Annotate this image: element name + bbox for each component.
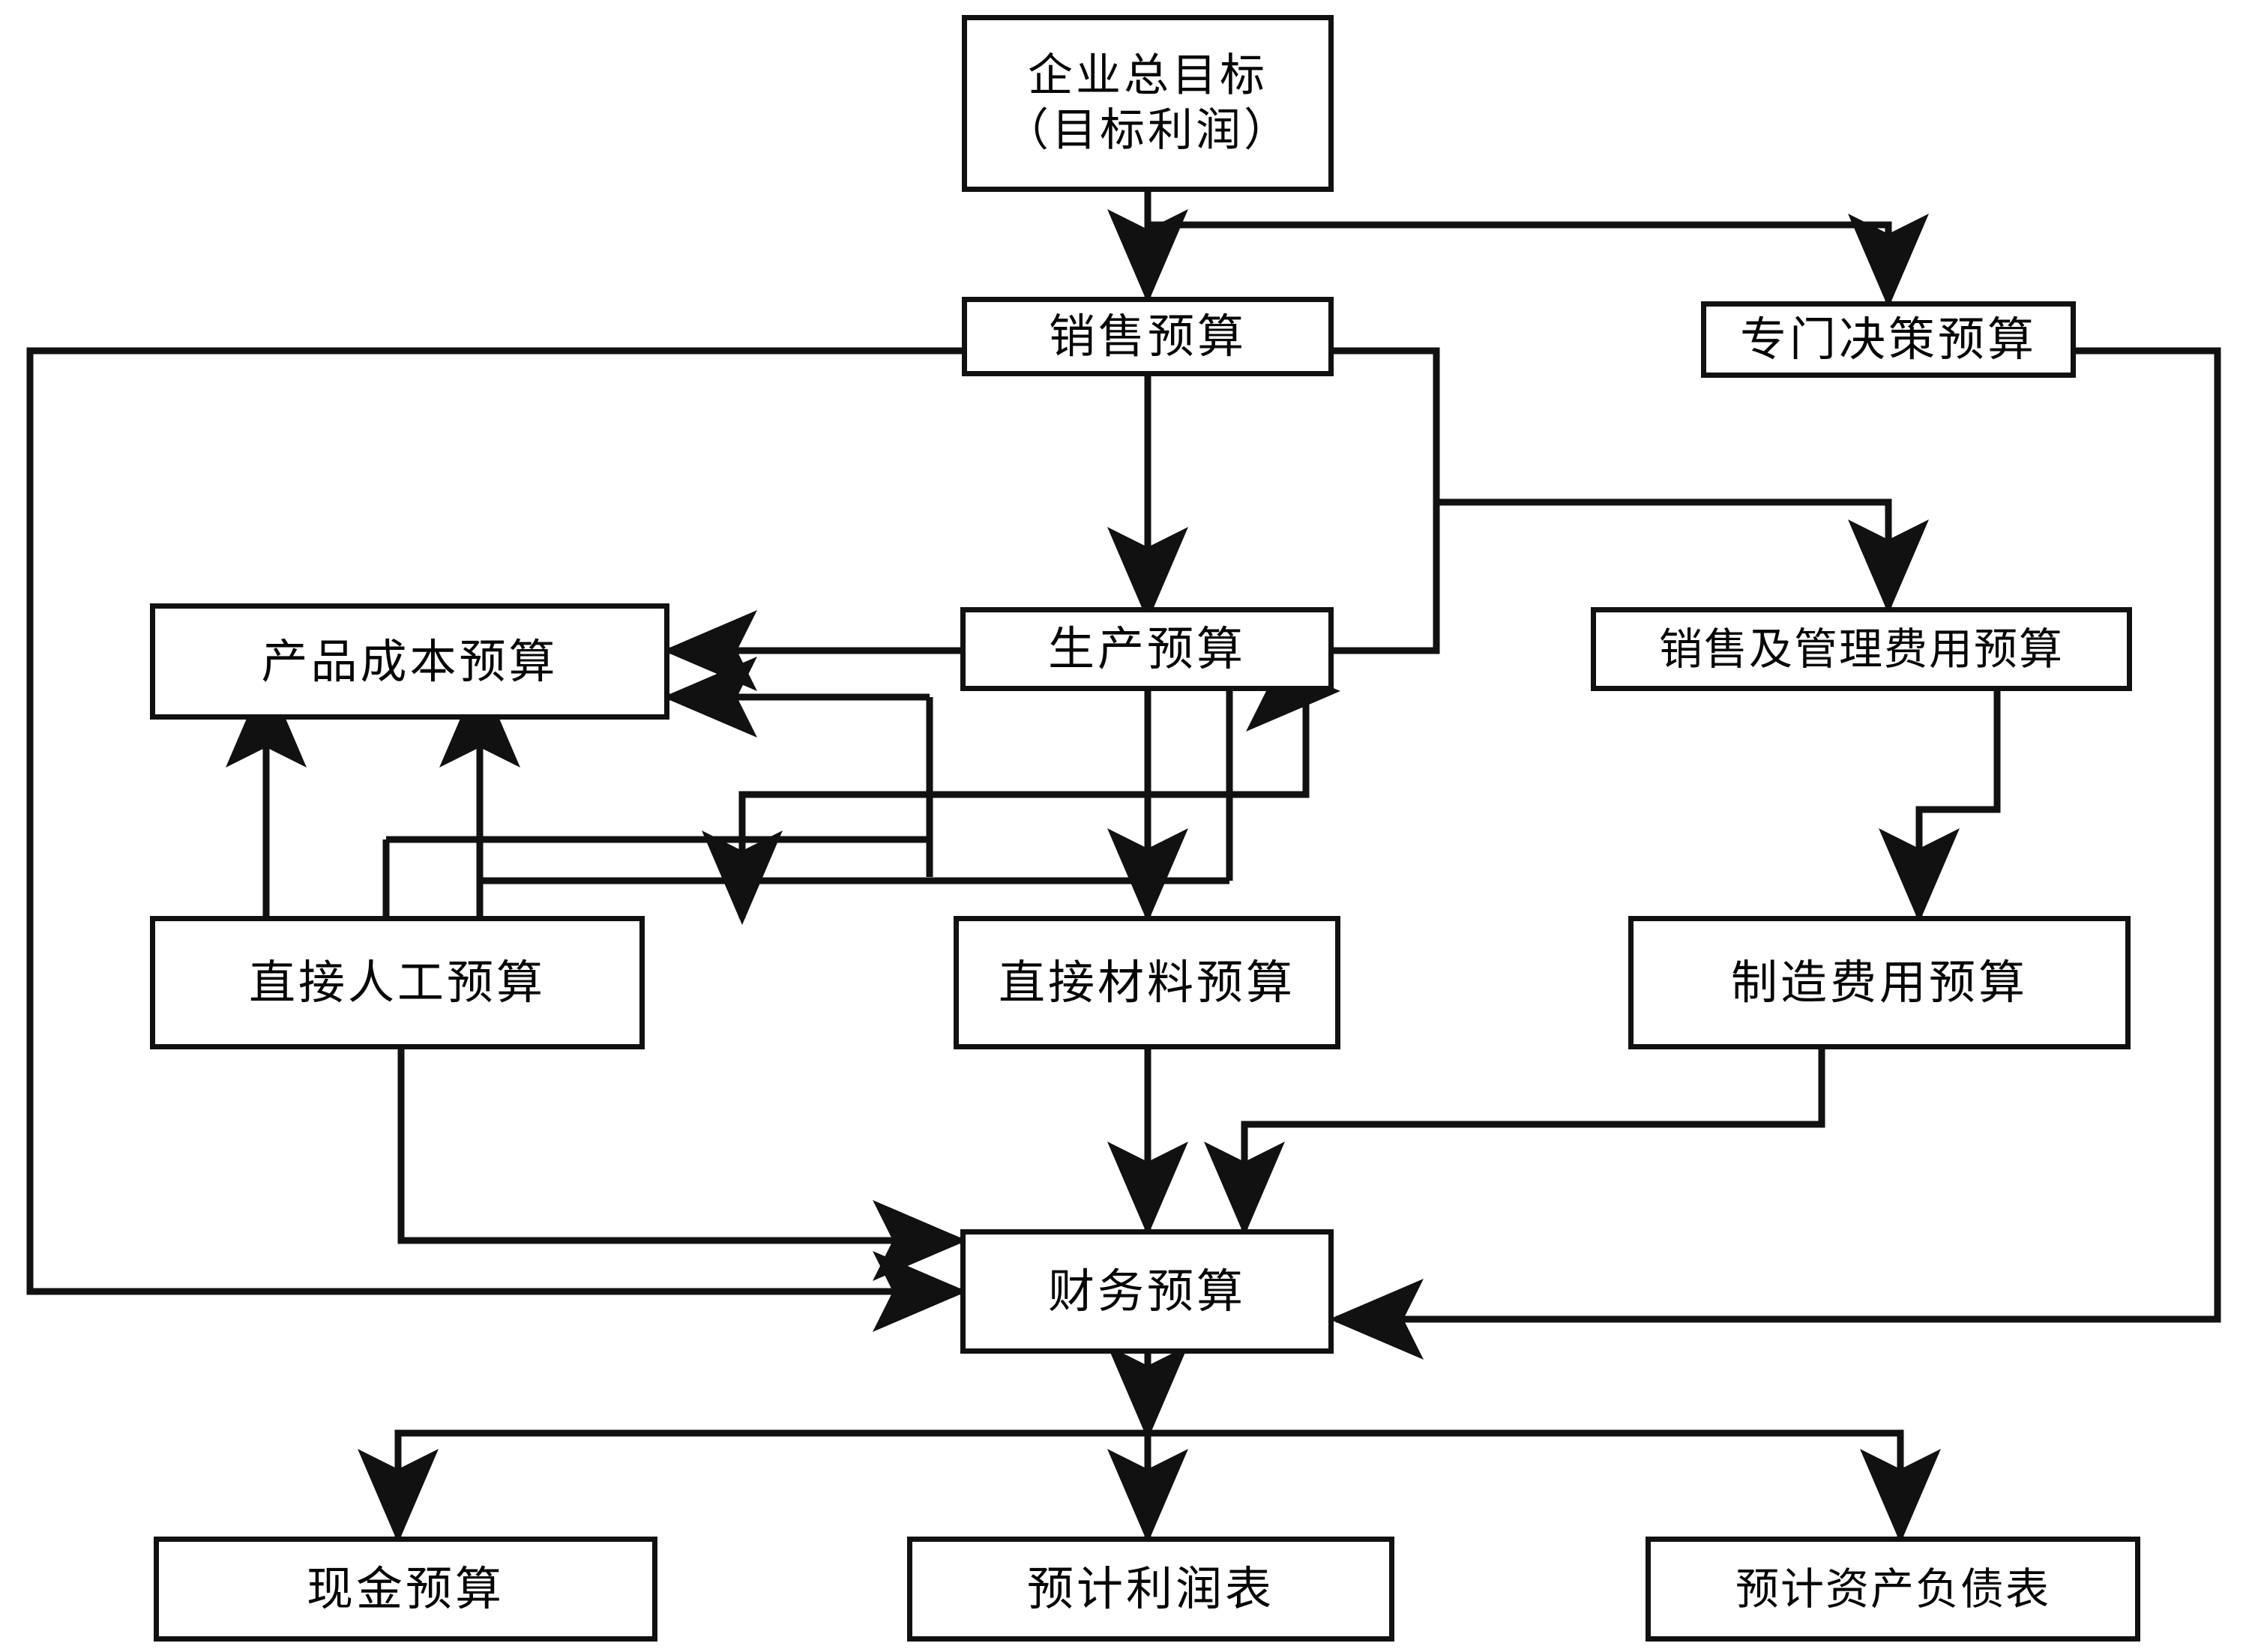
node-income-statement[interactable]: 预计利润表 xyxy=(907,1537,1394,1642)
node-financial-budget[interactable]: 财务预算 xyxy=(960,1229,1334,1354)
node-special-decision-budget[interactable]: 专门决策预算 xyxy=(1701,301,2076,378)
node-sga-budget-label: 销售及管理费用预算 xyxy=(1658,623,2064,675)
node-direct-labor-budget[interactable]: 直接人工预算 xyxy=(150,916,645,1049)
edge-production-directlabor xyxy=(702,691,1310,925)
node-enterprise-goal-label: 企业总目标 （目标利润） xyxy=(1004,49,1292,157)
node-direct-material-budget-label: 直接材料预算 xyxy=(998,955,1295,1010)
node-direct-material-budget[interactable]: 直接材料预算 xyxy=(954,916,1340,1049)
node-overhead-budget[interactable]: 制造费用预算 xyxy=(1628,916,2131,1049)
node-balance-sheet[interactable]: 预计资产负债表 xyxy=(1646,1537,2140,1642)
edge-financial-balance-right xyxy=(1148,1429,1941,1543)
node-balance-sheet-label: 预计资产负债表 xyxy=(1735,1563,2050,1615)
node-production-budget-label: 生产预算 xyxy=(1047,621,1246,677)
node-production-budget[interactable]: 生产预算 xyxy=(960,607,1334,691)
bus-production-right xyxy=(1334,502,1440,654)
edge-directlabor-financial xyxy=(397,1049,967,1281)
edge-overhead-financial xyxy=(1204,1049,1825,1236)
node-cash-budget[interactable]: 现金预算 xyxy=(154,1537,657,1642)
edge-sales-sga xyxy=(1334,347,1929,614)
node-direct-labor-budget-label: 直接人工预算 xyxy=(248,955,546,1010)
node-sales-budget[interactable]: 销售预算 xyxy=(962,297,1334,376)
node-financial-budget-label: 财务预算 xyxy=(1047,1264,1246,1319)
node-sga-budget[interactable]: 销售及管理费用预算 xyxy=(1591,607,2132,691)
edge-special-financial xyxy=(1329,347,2221,1360)
node-income-statement-label: 预计利润表 xyxy=(1026,1561,1274,1617)
node-sales-budget-label: 销售预算 xyxy=(1048,309,1247,364)
edge-goal-special xyxy=(1148,214,1929,308)
node-product-cost-budget-label: 产品成本预算 xyxy=(261,633,559,689)
node-product-cost-budget[interactable]: 产品成本预算 xyxy=(150,603,669,720)
node-cash-budget-label: 现金预算 xyxy=(306,1561,505,1617)
edge-sales-financial xyxy=(26,347,985,1332)
node-special-decision-budget-label: 专门决策预算 xyxy=(1739,312,2037,367)
edge-financial-cash-left xyxy=(358,1429,1148,1543)
edge-sga-overhead xyxy=(1879,691,2001,923)
node-enterprise-goal[interactable]: 企业总目标 （目标利润） xyxy=(962,15,1334,192)
node-overhead-budget-label: 制造费用预算 xyxy=(1730,955,2028,1010)
